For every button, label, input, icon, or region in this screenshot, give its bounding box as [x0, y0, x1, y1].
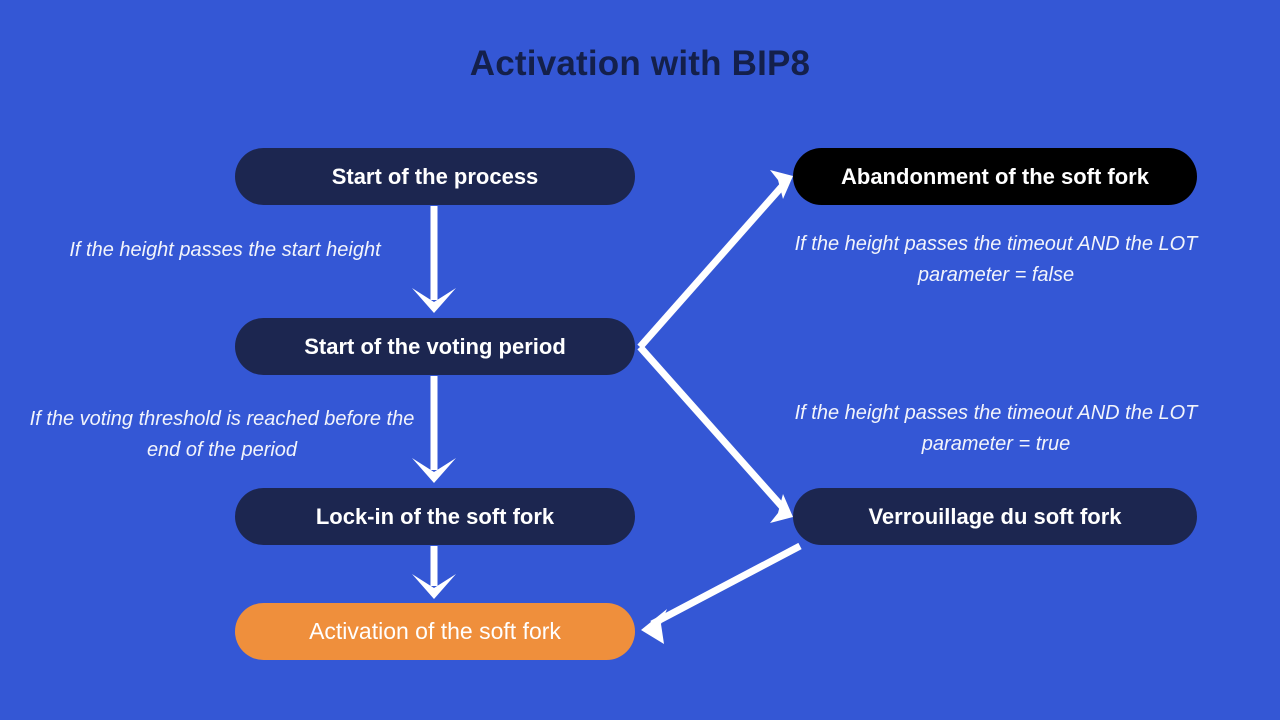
arrow-verrouillage-to-activation [641, 542, 802, 644]
node-label: Start of the voting period [304, 333, 566, 359]
node-label: Verrouillage du soft fork [868, 503, 1122, 529]
arrow-start-to-voting [412, 206, 456, 313]
node-start-of-the-process[interactable]: Start of the process [235, 148, 635, 205]
node-label: Lock-in of the soft fork [315, 503, 555, 529]
node-abandonment-of-the-soft-fork[interactable]: Abandonment of the soft fork [793, 148, 1197, 205]
edge-label-voting-to-verrouillage: If the height passes the timeout AND the… [794, 402, 1198, 455]
edge-label-voting-to-lockin: If the voting threshold is reached befor… [29, 408, 415, 461]
page-title: Activation with BIP8 [469, 44, 811, 83]
arrow-lockin-to-activation [412, 546, 456, 599]
edge-label-voting-to-abandonment: If the height passes the timeout AND the… [794, 233, 1198, 286]
node-label: Activation of the soft fork [309, 618, 561, 644]
node-start-of-the-voting-period[interactable]: Start of the voting period [235, 318, 635, 375]
node-verrouillage-du-soft-fork[interactable]: Verrouillage du soft fork [793, 488, 1197, 545]
node-lock-in-of-the-soft-fork[interactable]: Lock-in of the soft fork [235, 488, 635, 545]
edge-label-start-to-voting: If the height passes the start height [69, 239, 381, 261]
node-label: Start of the process [331, 163, 539, 189]
node-label: Abandonment of the soft fork [841, 163, 1149, 189]
node-activation-of-the-soft-fork[interactable]: Activation of the soft fork [235, 603, 635, 660]
